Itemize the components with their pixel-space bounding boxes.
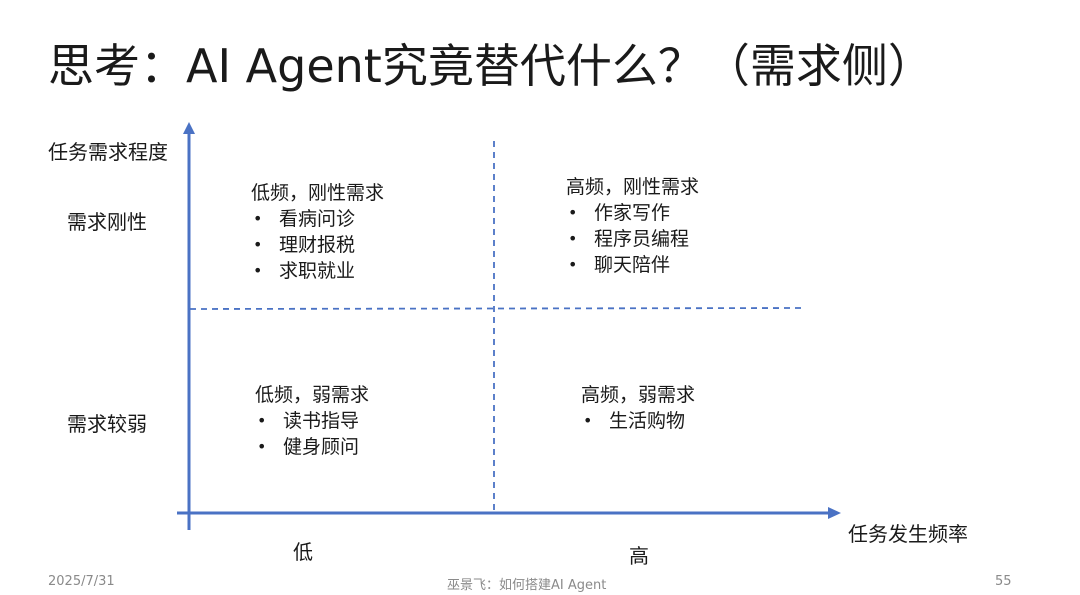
quadrant-item-list: • 读书指导 • 健身顾问 (255, 408, 369, 460)
y-axis-low-label: 需求较弱 (67, 412, 147, 436)
bullet-icon: • (568, 203, 578, 222)
list-item: • 作家写作 (566, 200, 699, 226)
quadrant-item-list: • 看病问诊 • 理财报税 • 求职就业 (251, 206, 384, 284)
bullet-icon: • (253, 235, 263, 254)
list-item-label: 健身顾问 (283, 436, 360, 458)
horizontal-divider (189, 307, 807, 310)
x-axis-title: 任务发生频率 (848, 522, 968, 546)
list-item-label: 读书指导 (283, 410, 360, 432)
x-axis-high-label: 高 (629, 544, 649, 568)
footer-date: 2025/7/31 (48, 574, 115, 589)
y-axis-high-label: 需求刚性 (67, 210, 147, 234)
list-item-label: 程序员编程 (594, 228, 690, 250)
bullet-icon: • (583, 411, 593, 430)
quadrant-heading: 低频，刚性需求 (251, 182, 385, 204)
bullet-icon: • (257, 411, 267, 430)
list-item-label: 作家写作 (594, 202, 671, 224)
list-item-label: 求职就业 (279, 260, 356, 282)
quadrant-bottom-right: 高频，弱需求 • 生活购物 (581, 382, 695, 434)
list-item-label: 生活购物 (609, 410, 686, 432)
list-item: • 求职就业 (251, 258, 384, 284)
list-item: • 读书指导 (255, 408, 369, 434)
quadrant-bottom-left: 低频，弱需求 • 读书指导 • 健身顾问 (255, 382, 369, 460)
quadrant-heading: 高频，弱需求 (581, 384, 696, 406)
list-item: • 生活购物 (581, 408, 695, 434)
quadrant-heading: 低频，弱需求 (255, 384, 370, 406)
bullet-icon: • (568, 229, 578, 248)
list-item: • 聊天陪伴 (566, 252, 699, 278)
quadrant-top-left: 低频，刚性需求 • 看病问诊 • 理财报税 • 求职就业 (251, 180, 384, 284)
list-item: • 看病问诊 (251, 206, 384, 232)
x-axis-low-label: 低 (293, 540, 313, 564)
slide-title: 思考：AI Agent究竟替代什么？（需求侧） (48, 39, 934, 93)
footer-center-text: 巫景飞：如何搭建AI Agent (447, 578, 607, 593)
list-item: • 程序员编程 (566, 226, 699, 252)
list-item-label: 理财报税 (279, 234, 356, 256)
quadrant-top-right: 高频，刚性需求 • 作家写作 • 程序员编程 • 聊天陪伴 (566, 174, 699, 278)
y-axis-title: 任务需求程度 (48, 140, 168, 164)
bullet-icon: • (257, 437, 267, 456)
x-axis-arrowhead (828, 507, 841, 519)
bullet-icon: • (253, 261, 263, 280)
bullet-icon: • (253, 209, 263, 228)
quadrant-heading: 高频，刚性需求 (566, 176, 700, 198)
list-item: • 理财报税 (251, 232, 384, 258)
quadrant-item-list: • 生活购物 (581, 408, 695, 434)
footer-page-number: 55 (995, 574, 1012, 589)
list-item-label: 看病问诊 (279, 208, 356, 230)
y-axis-arrowhead (183, 122, 195, 134)
quadrant-item-list: • 作家写作 • 程序员编程 • 聊天陪伴 (566, 200, 699, 278)
bullet-icon: • (568, 255, 578, 274)
list-item: • 健身顾问 (255, 434, 369, 460)
list-item-label: 聊天陪伴 (594, 254, 671, 276)
